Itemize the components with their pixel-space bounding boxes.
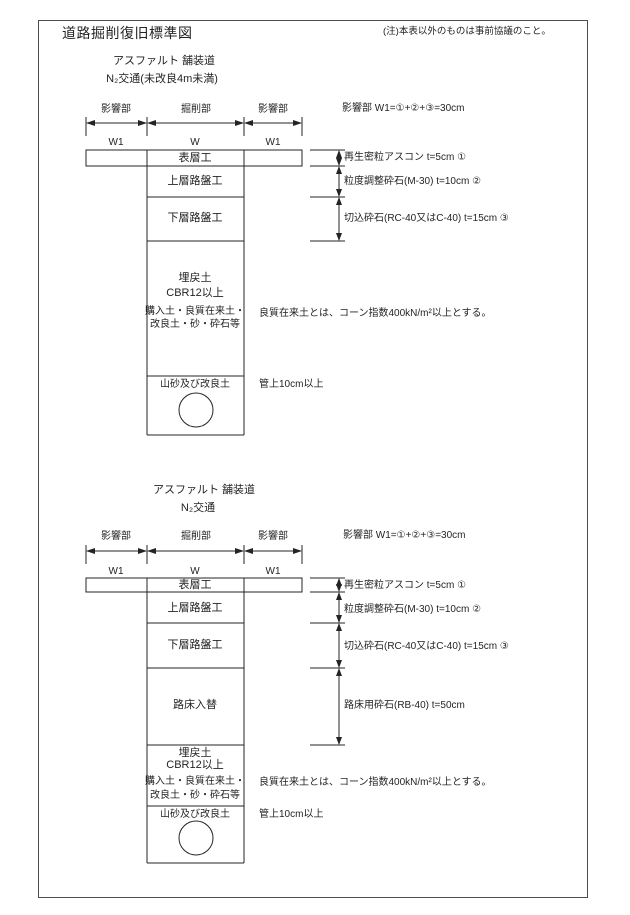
diagram-title: アスファルト 舗装道 [112,55,216,67]
zone-label-center: 掘削部 [181,104,211,115]
pipe-circle-icon [178,820,214,856]
section-outline [85,149,303,436]
note-backfill: 良質在来土とは、コーン指数400kN/m²以上とする。 [259,777,492,788]
layer-backfill-line3: 購入土・良質在来土・ [145,306,245,317]
w-label-center: W [190,137,200,148]
page-note: (注)本表以外のものは事前協議のこと。 [383,26,551,37]
zone-label-left: 影響部 [101,104,131,115]
dimension-ticks [85,117,303,136]
layer-backfill-line3: 購入土・良質在来土・ [145,776,245,787]
layer-pipe-bed: 山砂及び改良土 [160,379,230,390]
diagram1-linework [85,117,345,436]
dimension-ticks [85,545,303,564]
pipe-circle-icon [178,392,214,428]
layer-backfill-line2: CBR12以上 [166,287,224,299]
w-label-center: W [190,566,200,577]
layer-lower-base: 下層路盤工 [167,212,223,224]
layer-backfill-line1: 埋戻土 [178,272,212,284]
section-outline [85,577,303,864]
spec-surface: 再生密粒アスコン t=5cm ① [344,152,467,163]
dimension-arrows [86,548,302,554]
layer-subgrade: 路床入替 [173,699,217,711]
diagram2-linework [85,545,345,864]
page-title: 道路掘削復旧標準図 [62,25,193,41]
note-pipe: 管上10cm以上 [259,379,324,390]
spec-upper-base: 粒度調整砕石(M-30) t=10cm ② [344,176,482,187]
layer-backfill-line4: 改良土・砂・砕石等 [150,319,240,330]
layer-upper-base: 上層路盤工 [167,602,223,614]
layer-backfill-line1: 埋戻土 [178,747,212,759]
zone-label-left: 影響部 [101,531,131,542]
note-backfill: 良質在来土とは、コーン指数400kN/m²以上とする。 [259,308,492,319]
zone-label-right: 影響部 [258,104,288,115]
thickness-bracket [310,149,345,242]
layer-surface: 表層工 [178,579,212,591]
spec-surface: 再生密粒アスコン t=5cm ① [344,580,467,591]
layer-backfill-line2: CBR12以上 [166,759,224,771]
spec-lower-base: 切込砕石(RC-40又はC-40) t=15cm ③ [344,641,509,652]
w1-label-right: W1 [265,566,281,577]
thickness-bracket [310,577,345,746]
layer-lower-base: 下層路盤工 [167,639,223,651]
note-pipe: 管上10cm以上 [259,809,324,820]
zone-label-center: 掘削部 [181,531,211,542]
width-note: 影響部 W1=①+②+③=30cm [342,103,465,114]
spec-subgrade: 路床用砕石(RB-40) t=50cm [344,700,465,711]
w1-label-right: W1 [265,137,281,148]
w1-label-left: W1 [108,566,124,577]
diagram-title: アスファルト 舗装道 [152,484,256,496]
dimension-arrows [86,120,302,126]
layer-pipe-bed: 山砂及び改良土 [160,809,230,820]
diagram-subtitle: N₂交通 [180,502,216,514]
zone-label-right: 影響部 [258,531,288,542]
spec-lower-base: 切込砕石(RC-40又はC-40) t=15cm ③ [344,213,509,224]
layer-backfill-line4: 改良土・砂・砕石等 [150,790,240,801]
width-note: 影響部 W1=①+②+③=30cm [343,530,466,541]
spec-upper-base: 粒度調整砕石(M-30) t=10cm ② [344,604,482,615]
w1-label-left: W1 [108,137,124,148]
diagram-subtitle: N₂交通(未改良4m未満) [106,73,218,85]
layer-surface: 表層工 [178,152,212,164]
layer-upper-base: 上層路盤工 [167,175,223,187]
